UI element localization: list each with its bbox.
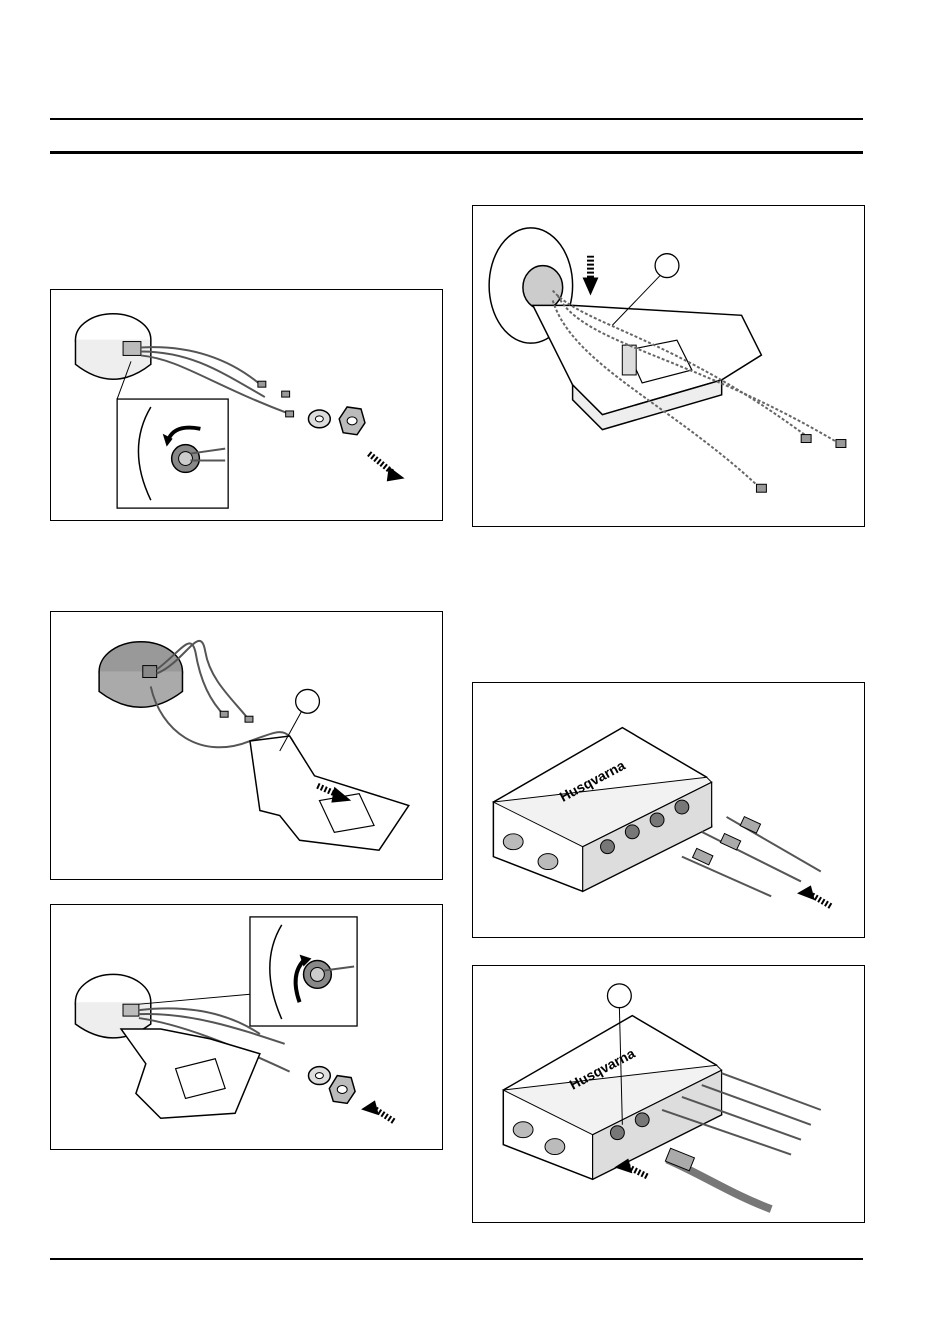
figure-antenna-nut-removal [50,289,443,521]
connector-icon [503,1016,721,1180]
bracket-icon [250,736,409,850]
figure-antenna-bracket-route [472,205,865,527]
bracket-icon [533,305,762,429]
arrow-icon [361,1100,394,1121]
nut-icon [339,407,365,435]
antenna-icon [51,290,442,520]
washer-icon [308,410,330,428]
footer-rule [50,1258,863,1260]
figure-unit-cable-connect: Husqvarna [472,682,865,938]
header-rule-bottom [50,151,863,154]
figure-antenna-nut-tighten [50,904,443,1150]
header-rule-top [50,118,863,120]
bracket-icon [121,1029,260,1118]
antenna-icon [99,642,182,708]
washer-icon [308,1067,330,1085]
figure-antenna-bracket-insert [50,611,443,880]
arrow-icon [797,885,831,906]
figure-unit-final-connect: Husqvarna [472,965,865,1223]
arrow-icon [583,256,599,296]
nut-icon [329,1076,355,1104]
